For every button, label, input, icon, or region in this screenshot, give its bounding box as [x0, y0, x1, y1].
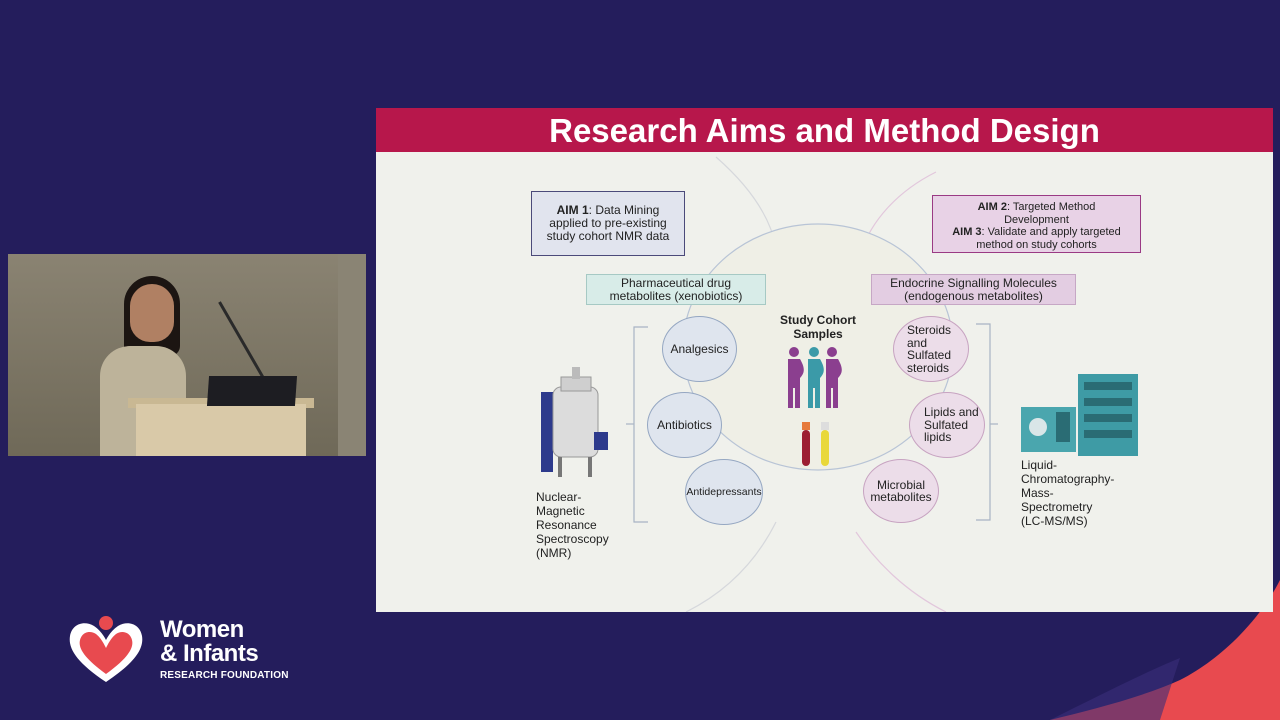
steroids-line-3: Sulfated [907, 348, 952, 362]
lcms-line-1: Liquid- [1021, 458, 1058, 472]
aim1-box: AIM 1: Data Mining applied to pre-existi… [531, 191, 685, 256]
nmr-line-5: (NMR) [536, 546, 572, 560]
test-tubes-icon [802, 422, 829, 466]
lipids-line-2: Sulfated [924, 417, 969, 432]
logo-line-foundation: RESEARCH FOUNDATION [160, 670, 289, 681]
lcms-line-4: Spectrometry [1021, 500, 1093, 514]
nmr-line-4: Spectroscopy [536, 532, 609, 546]
slide-title: Research Aims and Method Design [376, 108, 1273, 152]
aim1-label: AIM 1 [556, 203, 589, 217]
lcms-line-3: Mass- [1021, 486, 1054, 500]
circle-antibiotics-label: Antibiotics [657, 417, 712, 432]
women-infants-logo: Women & Infants RESEARCH FOUNDATION [66, 614, 296, 686]
presentation-slide: Research Aims and Method Design [376, 108, 1273, 612]
lcms-machine-icon [1021, 374, 1138, 456]
aim1-text-2: applied to pre-existing [549, 216, 667, 230]
aim1-text: : Data Mining [588, 203, 660, 217]
nmr-line-2: Magnetic [536, 504, 585, 518]
speaker-video [8, 254, 366, 456]
endocrine-box: Endocrine Signalling Molecules (endogeno… [871, 274, 1076, 305]
lipids-line-3: lipids [924, 430, 952, 445]
circle-microbial: Microbial metabolites [863, 459, 939, 523]
aim3-text-2: method on study cohorts [976, 238, 1097, 251]
aim3-text: : Validate and apply targeted [981, 226, 1121, 238]
cohort-line-2: Samples [793, 327, 843, 341]
microbial-line-1: Microbial [876, 477, 925, 492]
nmr-line-1: Nuclear- [536, 490, 582, 504]
lcms-label: Liquid- Chromatography- Mass- Spectromet… [1021, 458, 1131, 528]
steroids-line-4: steroids [907, 360, 950, 375]
logo-line-infants: & Infants [160, 640, 259, 667]
steroids-line-1: Steroids [907, 323, 952, 337]
endo-line-1: Endocrine Signalling Molecules [890, 276, 1057, 290]
steroids-line-2: and [907, 335, 928, 350]
nmr-line-3: Resonance [536, 518, 597, 532]
aim1-text-3: study cohort NMR data [546, 229, 670, 243]
microbial-line-2: metabolites [870, 490, 932, 504]
aim2-text: : Targeted Method [1006, 201, 1096, 213]
pharm-line-1: Pharmaceutical drug [620, 276, 732, 290]
circle-analgesics: Analgesics [662, 316, 737, 382]
heart-logo-icon [69, 616, 143, 682]
cohort-line-1: Study Cohort [780, 313, 856, 327]
endo-line-2: (endogenous metabolites) [904, 289, 1043, 303]
lcms-line-2: Chromatography- [1021, 472, 1115, 486]
circle-analgesics-label: Analgesics [670, 341, 729, 356]
pharmaceutical-box: Pharmaceutical drug metabolites (xenobio… [586, 274, 766, 305]
lipids-line-1: Lipids and [924, 405, 979, 420]
aim2-label: AIM 2 [977, 201, 1007, 213]
decorative-swoosh [1050, 580, 1280, 720]
circle-steroids: Steroids and Sulfated steroids [893, 316, 969, 382]
lcms-line-5: (LC-MS/MS) [1021, 514, 1088, 528]
aim2-text-2: Development [1004, 213, 1069, 226]
nmr-label: Nuclear- Magnetic Resonance Spectroscopy… [536, 490, 636, 560]
circle-antidepressants-label: Antidepressants [686, 485, 762, 498]
circle-antibiotics: Antibiotics [647, 392, 722, 458]
study-cohort-title: Study Cohort Samples [768, 313, 868, 341]
circle-antidepressants: Antidepressants [685, 459, 763, 525]
circle-lipids: Lipids and Sulfated lipids [909, 392, 985, 458]
pharm-line-2: metabolites (xenobiotics) [609, 289, 743, 303]
logo-line-women: Women [160, 616, 244, 643]
nmr-machine-icon [541, 367, 608, 477]
aim3-label: AIM 3 [952, 226, 982, 238]
aim23-box: AIM 2: Targeted Method Development AIM 3… [932, 195, 1141, 253]
pregnant-women-icon [788, 347, 842, 408]
